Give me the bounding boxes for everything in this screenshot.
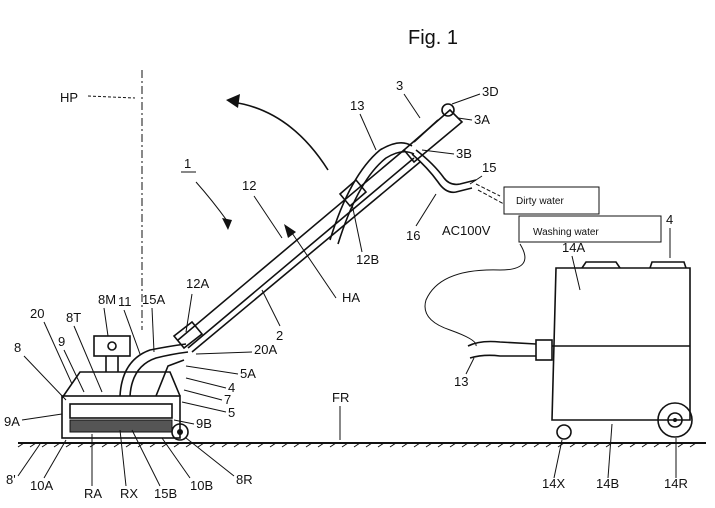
label-8prime: 8' — [6, 472, 16, 487]
rotation-arrowhead — [226, 94, 240, 108]
label-15b: 15B — [154, 486, 177, 501]
label-15: 15 — [482, 160, 496, 175]
label-4-tank: 4 — [666, 212, 673, 227]
shaft-joint-12a — [172, 320, 204, 350]
label-rx: RX — [120, 486, 138, 501]
roller-ra — [69, 419, 173, 433]
label-14b: 14B — [596, 476, 619, 491]
hp-leader — [87, 95, 136, 99]
motor-8m — [93, 335, 131, 357]
tank-cap — [649, 261, 687, 269]
rear-wheel-8r — [171, 423, 189, 441]
main-shaft-12 — [177, 149, 405, 341]
tank-inlet-fitting — [535, 339, 553, 361]
label-2: 2 — [276, 328, 283, 343]
tank-hose-13 — [467, 340, 537, 347]
label-14a: 14A — [562, 240, 585, 255]
label-8r: 8R — [236, 472, 253, 487]
label-20: 20 — [30, 306, 44, 321]
label-1: 1 — [184, 156, 191, 171]
label-9a: 9A — [4, 414, 20, 429]
label-ha: HA — [342, 290, 360, 305]
label-11: 11 — [118, 294, 132, 309]
rotation-arrow — [231, 101, 329, 171]
label-9b: 9B — [196, 416, 212, 431]
upper-hose-13 — [329, 142, 413, 241]
label-8: 8 — [14, 340, 21, 355]
label-fr: FR — [332, 390, 349, 405]
label-1-arrowhead — [222, 218, 232, 230]
ha-direction-arrow — [289, 229, 337, 299]
label-13-top: 13 — [350, 98, 364, 113]
label-14r: 14R — [664, 476, 688, 491]
callout-washing-water-text: Washing water — [533, 227, 599, 238]
label-20a: 20A — [254, 342, 277, 357]
label-3: 3 — [396, 78, 403, 93]
label-16: 16 — [406, 228, 420, 243]
label-3d: 3D — [482, 84, 499, 99]
ac100v-flow-arrow — [475, 183, 501, 197]
label-hp: HP — [60, 90, 78, 105]
label-10b: 10B — [190, 478, 213, 493]
label-13-hose: 13 — [454, 374, 468, 389]
cleaning-head-roller-housing — [69, 403, 173, 419]
label-12a: 12A — [186, 276, 209, 291]
label-4-head: 4 — [228, 380, 235, 395]
supply-hose-curve — [424, 243, 526, 347]
label-5a: 5A — [240, 366, 256, 381]
tank-wheel-14r — [657, 402, 693, 438]
label-12b: 12B — [356, 252, 379, 267]
label-12: 12 — [242, 178, 256, 193]
callout-dirty-water-text: Dirty water — [516, 196, 564, 207]
label-1-leader — [195, 181, 229, 223]
handle-knob-3d — [441, 103, 455, 117]
label-3b: 3B — [456, 146, 472, 161]
label-8m: 8M — [98, 292, 116, 307]
label-7: 7 — [224, 392, 231, 407]
label-8t: 8T — [66, 310, 81, 325]
callout-dirty-water — [503, 186, 600, 215]
handle-slot — [413, 119, 439, 143]
label-3a: 3A — [474, 112, 490, 127]
cable-15 — [411, 153, 473, 194]
label-15a: 15A — [142, 292, 165, 307]
floor-hatching — [17, 442, 697, 448]
tank-caster-14x — [556, 424, 572, 440]
tank-handle — [581, 261, 621, 269]
suction-duct-15a — [119, 343, 187, 397]
label-9: 9 — [58, 334, 65, 349]
label-ac100v: AC100V — [442, 223, 491, 238]
label-14x: 14X — [542, 476, 565, 491]
tank-14a — [551, 267, 691, 421]
label-5: 5 — [228, 405, 235, 420]
callout-washing-water — [518, 215, 662, 243]
shaft-collar-12b — [338, 178, 368, 208]
figure-title: Fig. 1 — [408, 27, 458, 49]
label-ra: RA — [84, 486, 102, 501]
label-10a: 10A — [30, 478, 53, 493]
